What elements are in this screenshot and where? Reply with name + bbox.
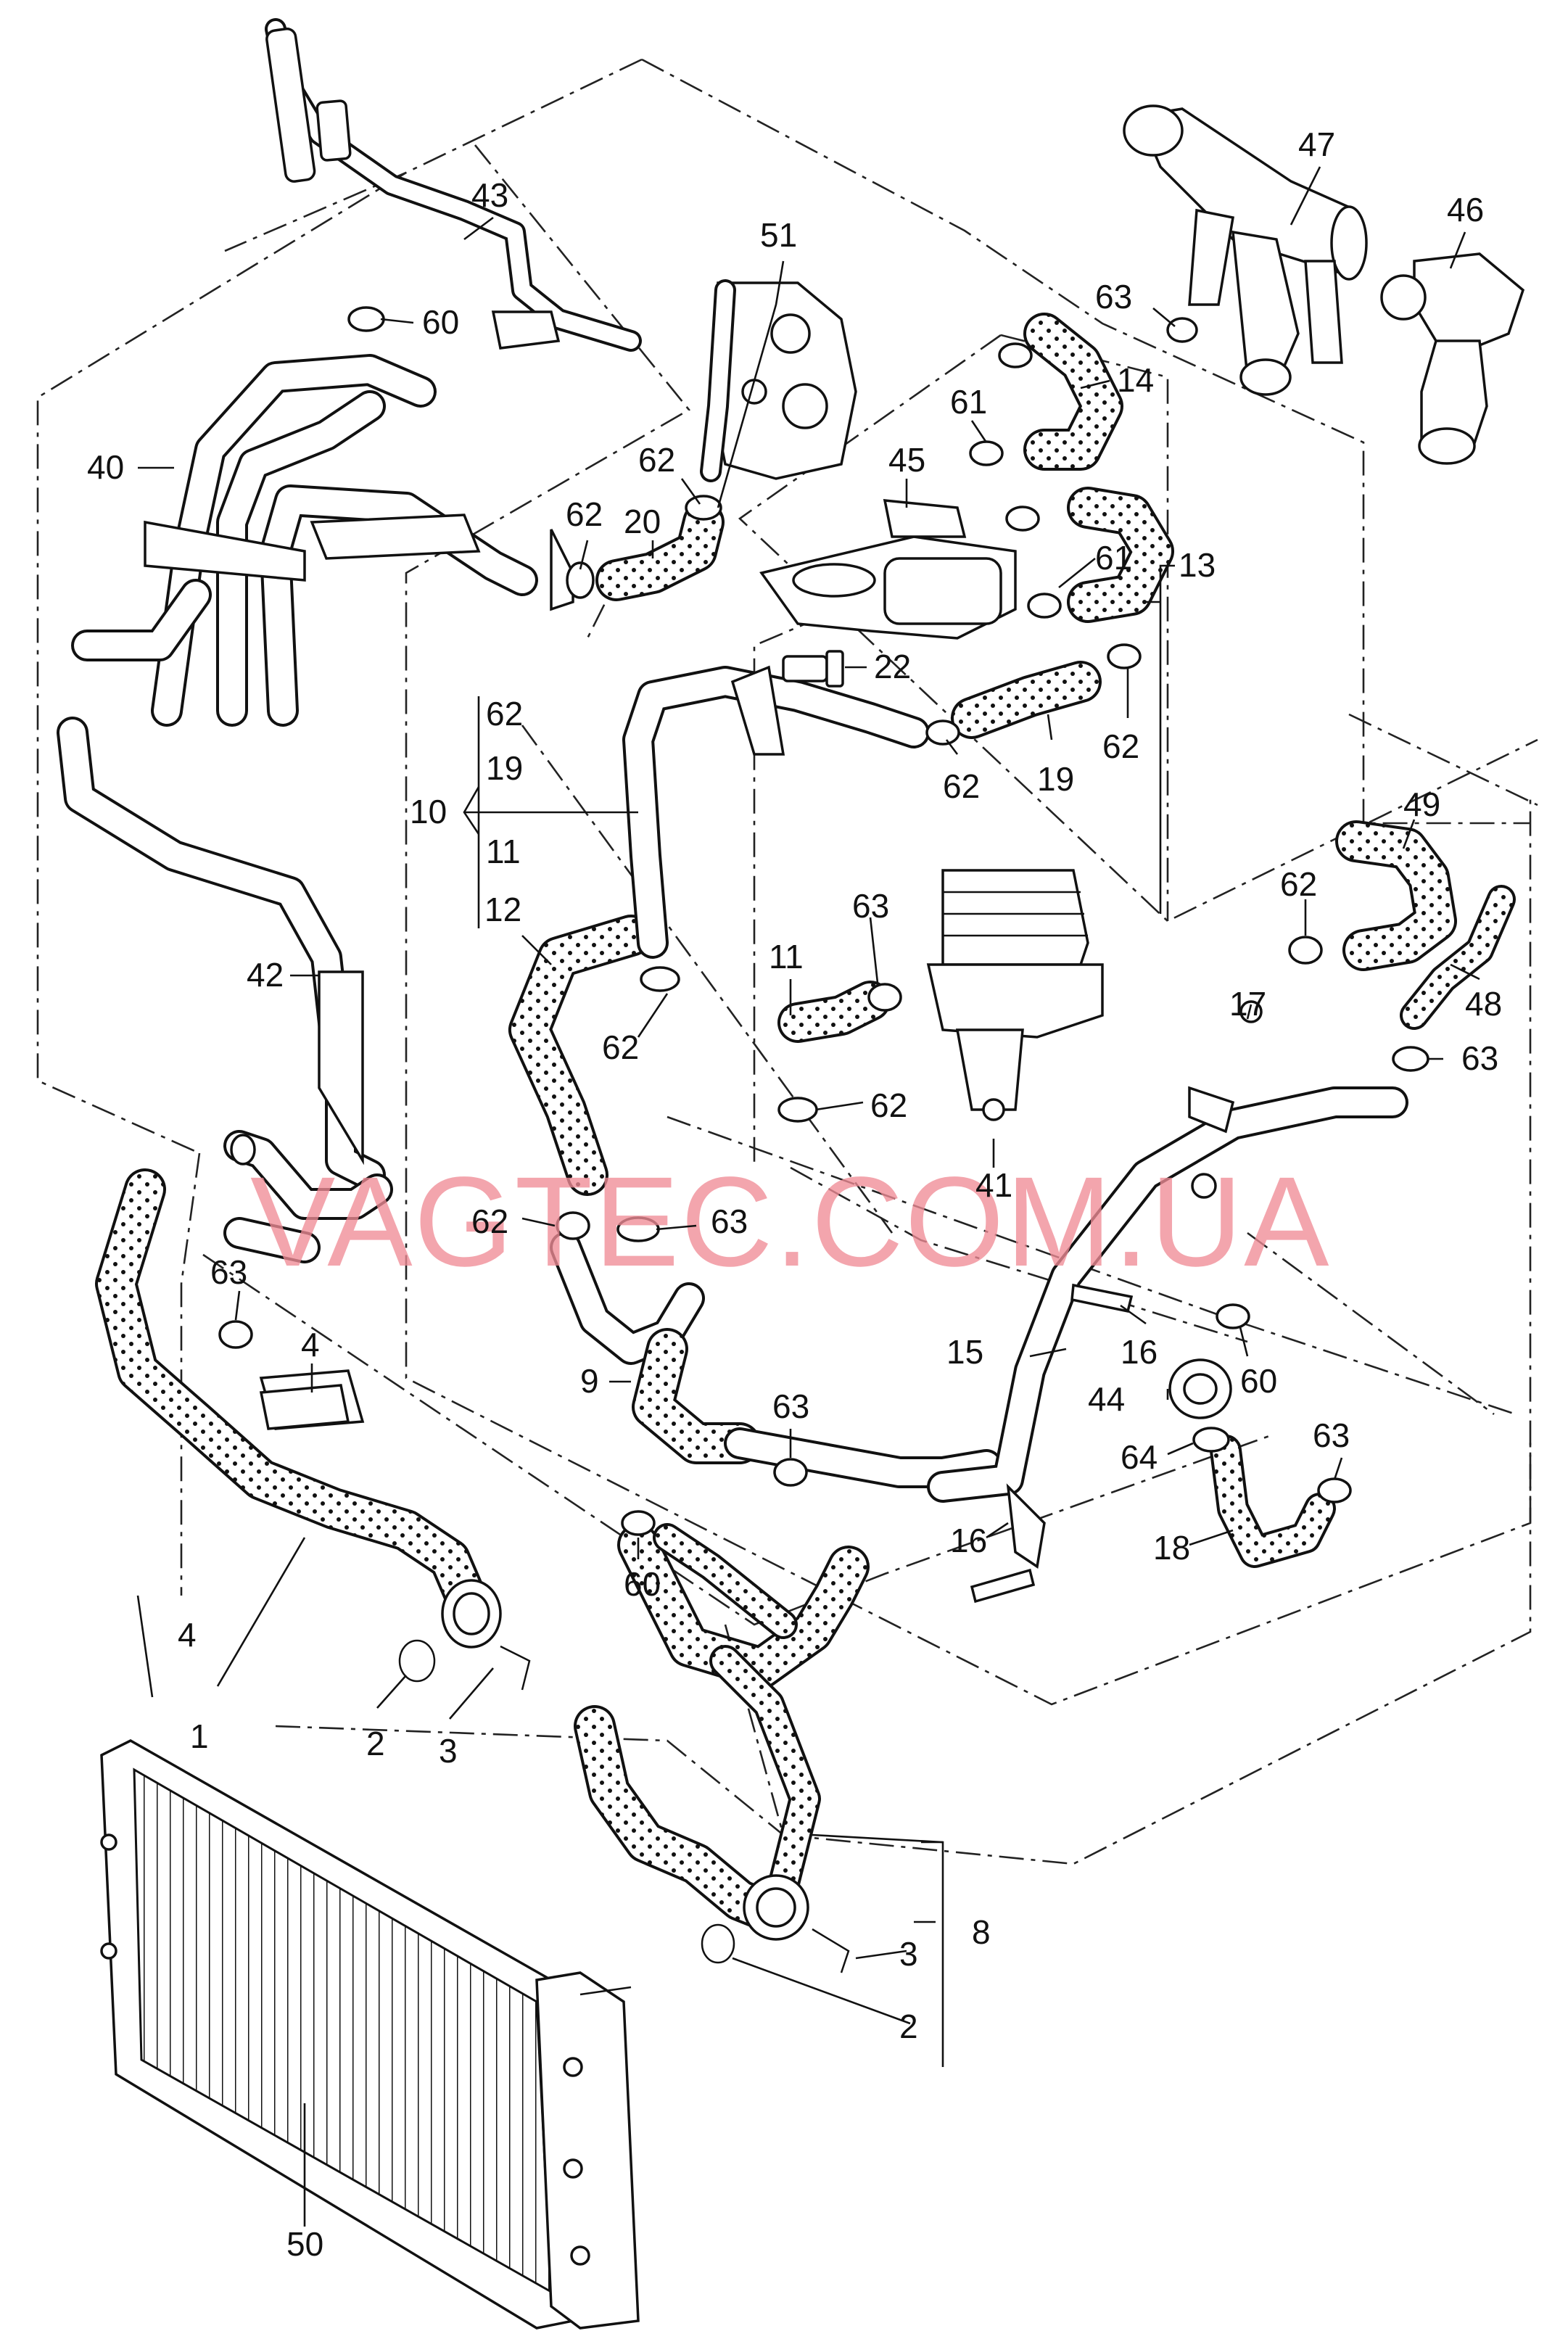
bolt-22: [782, 650, 844, 688]
pipe-10: [622, 661, 1102, 959]
label-16: 16: [950, 1522, 987, 1559]
label-60: 60: [624, 1565, 661, 1603]
label-14: 14: [1117, 361, 1154, 399]
label-22: 22: [874, 648, 911, 685]
label-48: 48: [1465, 985, 1502, 1023]
label-63: 63: [210, 1253, 247, 1291]
label-63: 63: [772, 1387, 809, 1425]
label-19: 19: [486, 749, 523, 787]
label-63: 63: [852, 887, 889, 925]
label-62: 62: [943, 767, 980, 805]
hose-8: [574, 1524, 870, 1973]
flange-47: [1123, 104, 1368, 396]
label-19: 19: [1037, 760, 1074, 798]
label-42: 42: [247, 956, 284, 994]
sensor-housing-46: [1380, 252, 1525, 465]
label-61: 61: [950, 383, 987, 421]
label-45: 45: [888, 441, 925, 479]
label-4: 4: [178, 1616, 197, 1654]
hoses-13-14: [1023, 313, 1174, 623]
label-63: 63: [711, 1202, 748, 1240]
label-43: 43: [471, 176, 508, 214]
label-20: 20: [624, 503, 661, 540]
label-40: 40: [87, 448, 124, 486]
label-13: 13: [1179, 546, 1216, 584]
label-62: 62: [471, 1202, 508, 1240]
hoses-48-49: [1335, 820, 1516, 1030]
label-62: 62: [602, 1028, 639, 1066]
thermostat-housing-51: [700, 279, 857, 482]
label-4: 4: [301, 1326, 320, 1363]
hose-9-12: [508, 915, 1002, 1488]
label-61: 61: [1095, 539, 1132, 577]
label-44: 44: [1088, 1380, 1125, 1418]
label-12: 12: [484, 891, 521, 928]
label-63: 63: [1313, 1416, 1350, 1454]
label-51: 51: [760, 216, 797, 254]
pipe-43: [265, 18, 642, 352]
label-47: 47: [1298, 125, 1335, 163]
label-62: 62: [1102, 727, 1139, 765]
label-3: 3: [899, 1935, 918, 1973]
label-15: 15: [946, 1333, 983, 1371]
valve-45: [759, 499, 1017, 640]
leader-lines: [136, 166, 1480, 2227]
label-16: 16: [1121, 1333, 1158, 1371]
label-50: 50: [286, 2225, 323, 2263]
radiator-50: [100, 1739, 640, 2330]
label-2: 2: [366, 1725, 385, 1762]
label-8: 8: [972, 1913, 991, 1951]
cap-44: [1168, 1358, 1232, 1419]
label-62: 62: [1280, 865, 1317, 903]
label-2: 2: [899, 2008, 918, 2045]
hose-clamps: [218, 306, 1429, 1536]
watermark-text: VAGTEC.COM.UA: [250, 1151, 1331, 1293]
label-17: 17: [1229, 985, 1266, 1023]
pipe-42: [57, 717, 393, 1263]
label-60: 60: [1240, 1362, 1277, 1400]
oil-cooler-41: [777, 869, 1104, 1121]
label-63: 63: [1095, 278, 1132, 315]
hose-1: [95, 1168, 531, 1691]
label-62: 62: [870, 1086, 907, 1124]
hose-18: [1210, 1435, 1336, 1568]
label-62: 62: [566, 495, 603, 533]
hose-60-lower: [653, 1523, 798, 1639]
label-3: 3: [439, 1732, 458, 1770]
label-9: 9: [580, 1362, 599, 1400]
label-62: 62: [638, 441, 675, 479]
label-18: 18: [1153, 1529, 1190, 1567]
label-49: 49: [1403, 785, 1440, 823]
label-11: 11: [486, 833, 521, 870]
label-60: 60: [422, 303, 459, 341]
label-41: 41: [975, 1166, 1012, 1204]
label-10: 10: [410, 793, 447, 830]
pipes-40: [71, 354, 574, 727]
label-64: 64: [1121, 1438, 1158, 1476]
hose-20: [595, 501, 725, 601]
part-number-labels: 43 51 47 46 63 60 14 61 40 62 45 62 20 6…: [87, 125, 1502, 2263]
label-46: 46: [1447, 191, 1484, 228]
label-11: 11: [769, 938, 804, 975]
label-63: 63: [1461, 1039, 1498, 1077]
pipe-15: [927, 1086, 1408, 1569]
bracket-4: [259, 1384, 350, 1430]
label-1: 1: [190, 1717, 209, 1755]
bolts-16: [970, 1283, 1134, 1604]
label-62: 62: [486, 695, 523, 733]
